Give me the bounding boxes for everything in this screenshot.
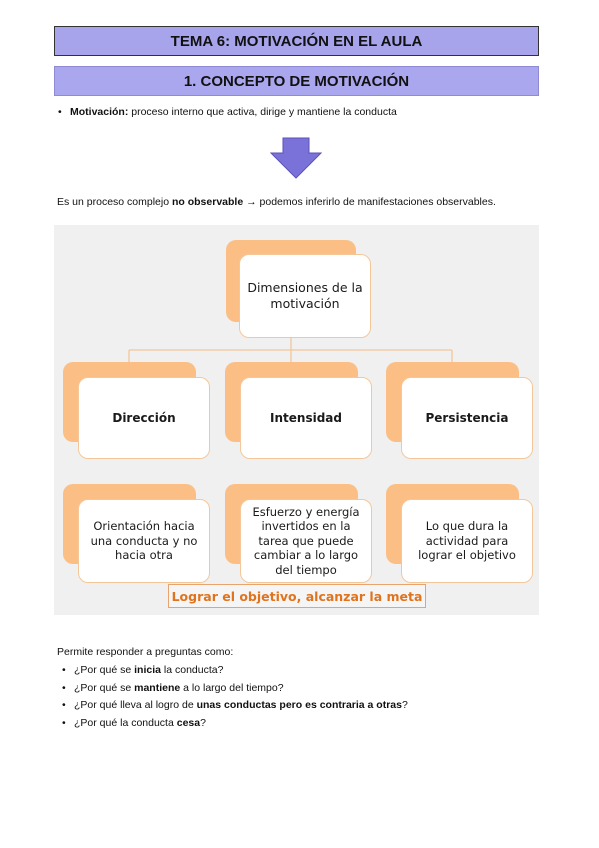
definition-term: Motivación: <box>70 106 129 118</box>
page-title: TEMA 6: MOTIVACIÓN EN EL AULA <box>54 26 539 56</box>
definition-bullet: • Motivación: proceso interno que activa,… <box>58 106 397 118</box>
list-item: •¿Por qué la conducta cesa? <box>62 716 206 729</box>
down-arrow-icon <box>270 137 322 179</box>
root-box: Dimensiones de la motivación <box>239 254 371 338</box>
list-item: •¿Por qué se mantiene a lo largo del tie… <box>62 681 284 694</box>
goal-box: Lograr el objetivo, alcanzar la meta <box>168 584 426 608</box>
questions-intro: Permite responder a preguntas como: <box>57 646 234 658</box>
questions-list: •¿Por qué se inicia la conducta? •¿Por q… <box>62 664 408 734</box>
intro-before: Es un proceso complejo <box>57 196 172 208</box>
dimension-box-direccion: Dirección <box>78 377 210 459</box>
bullet-dot: • <box>58 106 62 118</box>
definition-text: proceso interno que activa, dirige y man… <box>128 106 397 118</box>
dimension-box-intensidad: Intensidad <box>240 377 372 459</box>
description-box-direccion: Orientación hacia una conducta y no haci… <box>78 499 210 583</box>
dimension-box-persistencia: Persistencia <box>401 377 533 459</box>
intro-bold: no observable <box>171 196 244 208</box>
section-heading: 1. CONCEPTO DE MOTIVACIÓN <box>54 66 539 96</box>
intro-after: → podemos inferirlo de manifestaciones o… <box>243 196 496 208</box>
description-box-persistencia: Lo que dura la actividad para lograr el … <box>401 499 533 583</box>
list-item: •¿Por qué se inicia la conducta? <box>62 664 224 676</box>
motivation-diagram: Dimensiones de la motivación Dirección I… <box>54 225 539 615</box>
intro-text: Es un proceso complejo no observable → p… <box>57 196 496 208</box>
list-item: •¿Por qué lleva al logro de unas conduct… <box>62 699 408 711</box>
connector-lines <box>128 325 453 365</box>
description-box-intensidad: Esfuerzo y energía invertidos en la tare… <box>240 499 372 583</box>
